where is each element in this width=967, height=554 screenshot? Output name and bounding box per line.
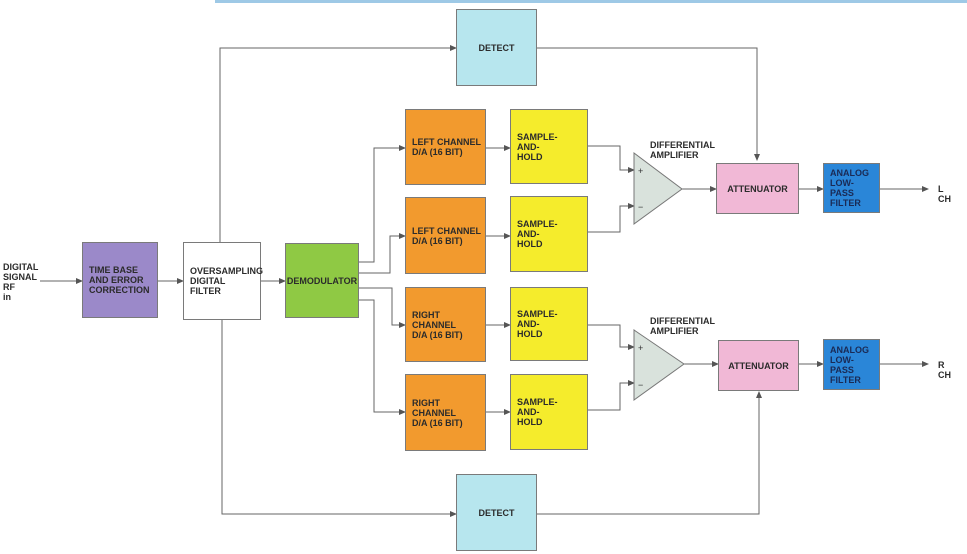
differential-amplifier-label-upper: DIFFERENTIAL AMPLIFIER bbox=[650, 140, 715, 160]
sample-and-hold-block-3: SAMPLE- AND- HOLD bbox=[510, 287, 588, 361]
amp-upper-minus: − bbox=[638, 202, 643, 212]
sample-and-hold-block-4: SAMPLE- AND- HOLD bbox=[510, 374, 588, 450]
amp-upper-plus: + bbox=[638, 166, 643, 176]
output-right-channel: R CH bbox=[938, 360, 951, 380]
analog-lowpass-filter-right: ANALOG LOW- PASS FILTER bbox=[823, 339, 880, 390]
right-channel-da-block-1: RIGHT CHANNEL D/A (16 BIT) bbox=[405, 287, 486, 362]
attenuator-block-left: ATTENUATOR bbox=[716, 163, 799, 214]
differential-amplifier-lower bbox=[633, 329, 685, 401]
left-channel-da-block-1: LEFT CHANNEL D/A (16 BIT) bbox=[405, 109, 486, 185]
left-channel-da-block-2: LEFT CHANNEL D/A (16 BIT) bbox=[405, 197, 486, 274]
oversampling-digital-filter-block: OVERSAMPLING DIGITAL FILTER bbox=[183, 242, 263, 320]
output-left-channel: L CH bbox=[938, 184, 951, 204]
detect-block-top: DETECT bbox=[456, 9, 537, 86]
analog-lowpass-filter-left: ANALOG LOW- PASS FILTER bbox=[823, 163, 880, 213]
detect-block-bottom: DETECT bbox=[456, 474, 537, 551]
differential-amplifier-upper bbox=[633, 152, 683, 225]
amp-lower-minus: − bbox=[638, 380, 643, 390]
input-label: DIGITAL SIGNAL RF in bbox=[3, 262, 39, 302]
top-rule bbox=[215, 0, 967, 3]
time-base-error-correction-block: TIME BASE AND ERROR CORRECTION bbox=[82, 242, 158, 318]
demodulator-block: DEMODULATOR bbox=[285, 243, 359, 318]
sample-and-hold-block-1: SAMPLE- AND- HOLD bbox=[510, 109, 588, 184]
differential-amplifier-label-lower: DIFFERENTIAL AMPLIFIER bbox=[650, 316, 715, 336]
amp-lower-plus: + bbox=[638, 343, 643, 353]
attenuator-block-right: ATTENUATOR bbox=[718, 340, 799, 391]
sample-and-hold-block-2: SAMPLE- AND- HOLD bbox=[510, 196, 588, 272]
right-channel-da-block-2: RIGHT CHANNEL D/A (16 BIT) bbox=[405, 374, 486, 451]
